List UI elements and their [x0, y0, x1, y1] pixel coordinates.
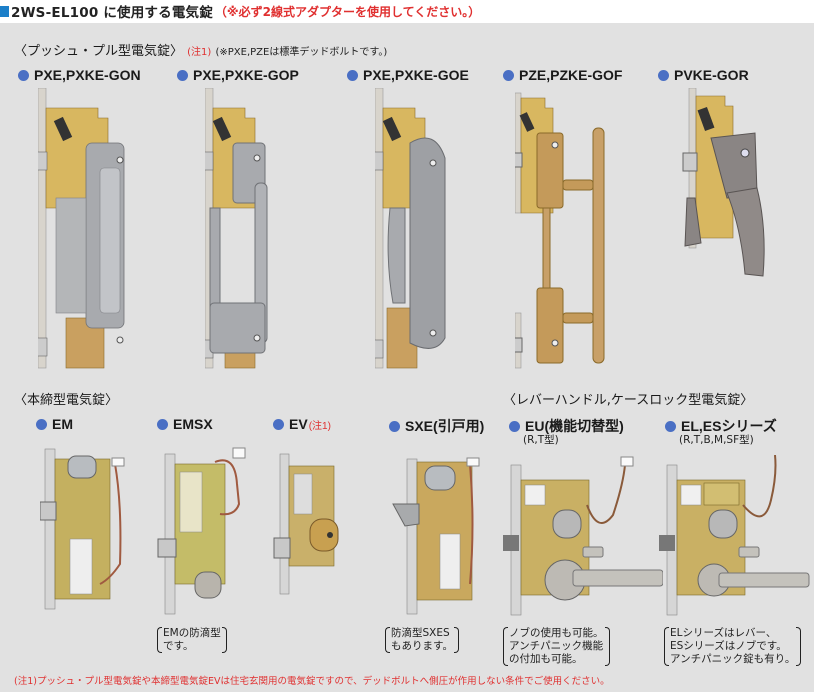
model-name: EM: [52, 416, 73, 432]
note-ref: (注1): [187, 47, 212, 58]
lever-lock-el-es-image: [659, 455, 810, 616]
model-name: EL,ESシリーズ: [681, 418, 777, 434]
caption-line: アンチパニック錠も有り。: [670, 653, 796, 665]
caption-line: ESシリーズはノブです。: [670, 640, 787, 652]
title-bullet-icon: [0, 5, 9, 17]
model-name: PXE,PXKE-GON: [34, 67, 141, 83]
push-pull-lock-bronze-pole-handle-image: [515, 92, 605, 369]
push-pull-lock-dark-lever-handle-image: [682, 88, 765, 277]
caption-eu: ノブの使用も可能。 アンチパニック機能 の付加も可能。: [503, 627, 610, 666]
model-name: EU(機能切替型): [525, 418, 624, 434]
caption-sxe: 防滴型SXES もあります。: [385, 627, 459, 653]
push-pull-lock-silver-bar-handle-image: [205, 88, 268, 369]
model-label-em: EM: [36, 416, 73, 432]
model-label-pvke-gor: PVKE-GOR: [658, 67, 749, 83]
section-note: (※PXE,PZEは標準デッドボルトです。): [215, 47, 388, 58]
page-header: 2WS-EL100 に使用する電気錠 （※必ず2線式アダプターを使用してください…: [0, 0, 814, 22]
push-pull-lock-silver-handle-image: [38, 88, 125, 369]
bullet-dot-icon: [389, 420, 400, 432]
model-sub-eu: (R,T型): [523, 434, 559, 446]
section-heading-text: 〈レバーハンドル,ケースロック型電気錠〉: [503, 393, 754, 408]
bullet-dot-icon: [658, 69, 669, 81]
model-name: PVKE-GOR: [674, 67, 749, 83]
model-label-pze-gof: PZE,PZKE-GOF: [503, 67, 622, 83]
page-title: 2WS-EL100 に使用する電気錠: [11, 5, 213, 21]
caption-line: の付加も可能。: [509, 653, 583, 665]
mortise-lock-sxe-image: [392, 457, 480, 615]
section-heading-text: 〈プッシュ・プル型電気錠〉: [14, 44, 184, 59]
bullet-dot-icon: [665, 420, 676, 432]
section-heading-push-pull: 〈プッシュ・プル型電気錠〉 (注1) (※PXE,PZEは標準デッドボルトです。…: [14, 40, 387, 59]
model-label-sxe: SXE(引戸用): [389, 416, 484, 436]
mortise-lock-ev-image: [273, 453, 339, 595]
bullet-dot-icon: [273, 418, 284, 430]
caption-line: 防滴型SXES: [391, 627, 450, 639]
section-heading-lever: 〈レバーハンドル,ケースロック型電気錠〉: [503, 389, 753, 408]
section-heading-text: 〈本締型電気錠〉: [14, 393, 119, 408]
bullet-dot-icon: [347, 69, 358, 81]
bullet-dot-icon: [177, 69, 188, 81]
caption-line: EMの防滴型: [163, 627, 221, 639]
model-label-el-es: EL,ESシリーズ: [665, 416, 777, 436]
note-ref: (注1): [308, 420, 331, 432]
caption-line: アンチパニック機能: [509, 640, 604, 652]
bullet-dot-icon: [509, 420, 520, 432]
model-name: EMSX: [173, 416, 213, 432]
model-label-ev: EV (注1): [273, 416, 331, 432]
caption-line: もあります。: [391, 640, 453, 652]
model-label-pxe-gon: PXE,PXKE-GON: [18, 67, 141, 83]
model-name: EV: [289, 416, 308, 432]
push-pull-lock-silver-curved-handle-image: [375, 88, 446, 369]
model-label-emsx: EMSX: [157, 416, 213, 432]
caption-line: ノブの使用も可能。: [509, 627, 604, 639]
bullet-dot-icon: [157, 418, 168, 430]
mortise-lock-em-image: [40, 448, 125, 610]
bullet-dot-icon: [503, 69, 514, 81]
model-name: PXE,PXKE-GOP: [193, 67, 299, 83]
model-name: SXE(引戸用): [405, 418, 485, 434]
model-sub-el-es: (R,T,B,M,SF型): [679, 434, 754, 446]
bullet-dot-icon: [18, 69, 29, 81]
footnote: (注1)プッシュ・プル型電気錠や本締型電気錠EVは住宅玄関用の電気錠ですので、デ…: [14, 676, 610, 687]
model-name: PZE,PZKE-GOF: [519, 67, 623, 83]
model-label-pxe-goe: PXE,PXKE-GOE: [347, 67, 469, 83]
caption-line: ELシリーズはレバー、: [670, 627, 777, 639]
caption-emsx: EMの防滴型 です。: [157, 627, 227, 653]
lever-lock-eu-image: [503, 456, 663, 616]
model-label-pxe-gop: PXE,PXKE-GOP: [177, 67, 299, 83]
section-heading-mortise: 〈本締型電気錠〉: [14, 389, 118, 408]
caption-el-es: ELシリーズはレバー、 ESシリーズはノブです。 アンチパニック錠も有り。: [664, 627, 802, 666]
caption-line: です。: [163, 640, 194, 652]
title-note: （※必ず2線式アダプターを使用してください。）: [214, 4, 481, 19]
bullet-dot-icon: [36, 418, 47, 430]
mortise-lock-emsx-image: [157, 447, 246, 615]
model-label-eu: EU(機能切替型): [509, 416, 624, 436]
model-name: PXE,PXKE-GOE: [363, 67, 469, 83]
